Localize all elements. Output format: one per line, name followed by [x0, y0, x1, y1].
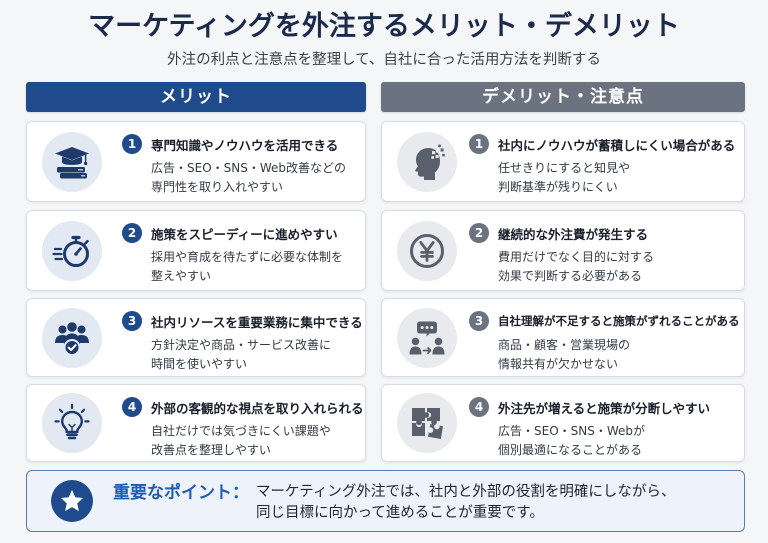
merit-content: 1 専門知識やノウハウを活用できる 広告・SEO・SNS・Web改善などの 専門… — [122, 133, 346, 197]
demerit-card-4: 4 外注先が増えると施策が分断しやすい 広告・SEO・SNS・Webが 個別最適… — [381, 384, 745, 462]
merit-heading: 1 専門知識やノウハウを活用できる — [122, 133, 346, 155]
merit-title: 社内リソースを重要業務に集中できる — [151, 314, 363, 330]
description-line: 専門性を取り入れやすい — [151, 180, 284, 194]
merit-card-1: 1 専門知識やノウハウを活用できる 広告・SEO・SNS・Web改善などの 専門… — [26, 121, 366, 202]
description-line: 個別最適になることがある — [498, 443, 643, 457]
number-badge: 4 — [122, 397, 142, 417]
demerit-content: 4 外注先が増えると施策が分断しやすい 広告・SEO・SNS・Webが 個別最適… — [469, 396, 710, 460]
demerit-heading: 4 外注先が増えると施策が分断しやすい — [469, 396, 710, 418]
description-line: 情報共有が欠かせない — [498, 357, 619, 371]
demerit-description: 広告・SEO・SNS・Webが 個別最適になることがある — [498, 422, 710, 460]
stopwatch-icon — [42, 220, 102, 281]
number-badge: 2 — [122, 223, 142, 243]
lightbulb-icon — [42, 393, 102, 453]
demerit-description: 任せきりにすると知見や 判断基準が残りにくい — [498, 159, 735, 197]
key-point-text: マーケティング外注では、社内と外部の役割を明確にしながら、 同じ目標に向かって進… — [256, 482, 675, 524]
people-communication-icon — [397, 307, 457, 368]
demerit-content: 1 社内にノウハウが蓄積しにくい場合がある 任せきりにすると知見や 判断基準が残… — [469, 133, 735, 197]
demerit-title: 自社理解が不足すると施策がずれることがある — [498, 314, 740, 328]
number-badge: 2 — [469, 223, 489, 243]
merit-title: 外部の客観的な視点を取り入れられる — [151, 400, 364, 416]
description-line: 費用だけでなく目的に対する — [498, 250, 655, 264]
page-subtitle: 外注の利点と注意点を整理して、自社に合った活用方法を判断する — [167, 52, 601, 68]
description-line: 方針決定や商品・サービス改善に — [151, 338, 332, 352]
merit-content: 4 外部の客観的な視点を取り入れられる 自社だけでは気づきにくい課題や 改善点を… — [122, 396, 364, 460]
demerits-column: デメリット・注意点 1 社内にノウハウが蓄積しにくい場合がある 任せきりにすると… — [381, 82, 745, 462]
merit-description: 方針決定や商品・サービス改善に 時間を使いやすい — [151, 336, 363, 374]
key-point-label: 重要なポイント： — [113, 483, 249, 503]
description-line: 採用や育成を待たずに必要な体制を — [151, 250, 344, 264]
demerit-card-1: 1 社内にノウハウが蓄積しにくい場合がある 任せきりにすると知見や 判断基準が残… — [381, 121, 745, 202]
merit-content: 3 社内リソースを重要業務に集中できる 方針決定や商品・サービス改善に 時間を使… — [122, 310, 363, 374]
merit-title: 専門知識やノウハウを活用できる — [151, 137, 339, 153]
demerit-title: 外注先が増えると施策が分断しやすい — [498, 400, 711, 416]
merit-description: 採用や育成を待たずに必要な体制を 整えやすい — [151, 248, 343, 286]
description-line: 商品・顧客・営業現場の — [498, 338, 631, 352]
demerit-card-2: 2 継続的な外注費が発生する 費用だけでなく目的に対する 効果で判断する必要があ… — [381, 210, 745, 291]
demerit-description: 費用だけでなく目的に対する 効果で判断する必要がある — [498, 248, 654, 286]
description-line: 判断基準が残りにくい — [498, 180, 618, 194]
demerit-content: 2 継続的な外注費が発生する 費用だけでなく目的に対する 効果で判断する必要があ… — [469, 222, 654, 286]
head-fragments-icon — [397, 131, 457, 192]
number-badge: 1 — [122, 134, 142, 154]
merits-column: メリット 1 専門知識やノウハウを活用できる 広告・SEO・SNS・Web改善な… — [26, 82, 366, 462]
demerit-heading: 2 継続的な外注費が発生する — [469, 222, 654, 244]
description-line: 整えやすい — [151, 269, 212, 283]
demerit-heading: 3 自社理解が不足すると施策がずれることがある — [469, 310, 740, 332]
description-line: 任せきりにすると知見や — [498, 161, 631, 175]
number-badge: 3 — [469, 311, 489, 331]
page-title: マーケティングを外注するメリット・デメリット — [88, 11, 680, 42]
demerit-heading: 1 社内にノウハウが蓄積しにくい場合がある — [469, 133, 735, 155]
merit-card-3: 3 社内リソースを重要業務に集中できる 方針決定や商品・サービス改善に 時間を使… — [26, 298, 366, 377]
puzzle-pieces-icon — [397, 393, 457, 453]
demerit-card-3: 3 自社理解が不足すると施策がずれることがある 商品・顧客・営業現場の 情報共有… — [381, 298, 745, 377]
merit-card-2: 2 施策をスピーディーに進めやすい 採用や育成を待たずに必要な体制を 整えやすい — [26, 210, 366, 291]
demerits-header: デメリット・注意点 — [381, 82, 745, 112]
demerit-content: 3 自社理解が不足すると施策がずれることがある 商品・顧客・営業現場の 情報共有… — [469, 310, 740, 374]
number-badge: 1 — [469, 134, 489, 154]
merit-description: 自社だけでは気づきにくい課題や 改善点を整理しやすい — [151, 422, 364, 460]
merit-description: 広告・SEO・SNS・Web改善などの 専門性を取り入れやすい — [151, 159, 346, 197]
merit-heading: 3 社内リソースを重要業務に集中できる — [122, 310, 363, 332]
merit-heading: 2 施策をスピーディーに進めやすい — [122, 222, 343, 244]
key-point-box: 重要なポイント： マーケティング外注では、社内と外部の役割を明確にしながら、 同… — [26, 470, 745, 532]
description-line: 広告・SEO・SNS・Web改善などの — [151, 161, 347, 175]
star-icon — [51, 480, 93, 522]
merit-title: 施策をスピーディーに進めやすい — [151, 226, 338, 242]
number-badge: 3 — [122, 311, 142, 331]
description-line: 時間を使いやすい — [151, 357, 248, 371]
description-line: 効果で判断する必要がある — [498, 269, 643, 283]
merit-card-4: 4 外部の客観的な視点を取り入れられる 自社だけでは気づきにくい課題や 改善点を… — [26, 384, 366, 462]
merits-header: メリット — [26, 82, 366, 112]
merit-heading: 4 外部の客観的な視点を取り入れられる — [122, 396, 364, 418]
description-line: 広告・SEO・SNS・Webが — [498, 424, 646, 438]
demerit-title: 継続的な外注費が発生する — [498, 226, 649, 242]
demerit-description: 商品・顧客・営業現場の 情報共有が欠かせない — [498, 336, 740, 374]
description-line: 改善点を整理しやすい — [151, 443, 271, 457]
key-point-text-line: 同じ目標に向かって進めることが重要です。 — [256, 505, 544, 521]
merit-content: 2 施策をスピーディーに進めやすい 採用や育成を待たずに必要な体制を 整えやすい — [122, 222, 343, 286]
graduation-cap-icon — [42, 131, 102, 192]
description-line: 自社だけでは気づきにくい課題や — [151, 424, 331, 438]
yen-coin-icon — [397, 220, 457, 281]
key-point-text-line: マーケティング外注では、社内と外部の役割を明確にしながら、 — [256, 484, 676, 500]
number-badge: 4 — [469, 397, 489, 417]
demerit-title: 社内にノウハウが蓄積しにくい場合がある — [498, 137, 736, 153]
team-check-icon — [42, 307, 102, 368]
